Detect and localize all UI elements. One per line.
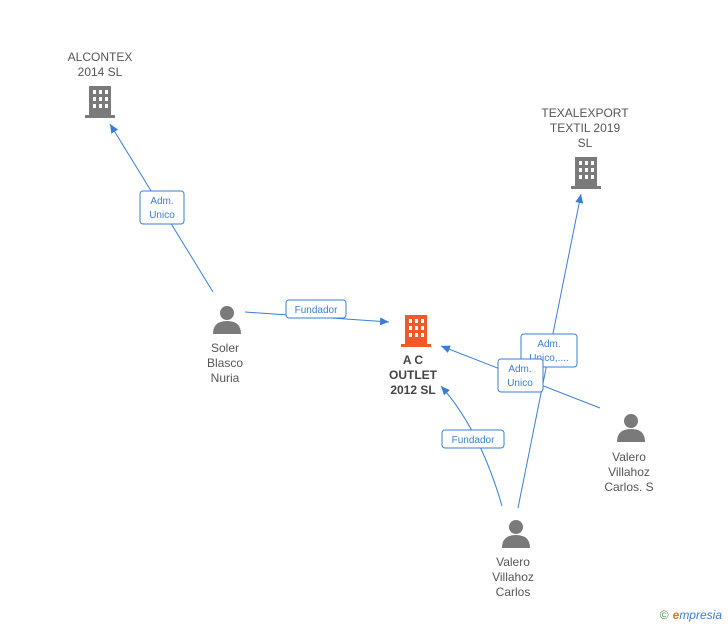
company-node-acoutlet[interactable]: A C OUTLET 2012 SL	[389, 315, 438, 397]
company-name-line: TEXTIL 2019	[550, 121, 621, 135]
person-icon	[617, 414, 645, 442]
person-node-valero-carlos[interactable]: Valero Villahoz Carlos	[492, 520, 534, 599]
company-name-line: A C	[403, 353, 424, 367]
company-node-alcontex[interactable]: ALCONTEX 2014 SL	[68, 50, 133, 118]
building-icon	[401, 315, 431, 347]
brand-name: mpresia	[679, 608, 722, 622]
person-name-line: Valero	[612, 450, 646, 464]
person-node-soler[interactable]: Soler Blasco Nuria	[207, 306, 243, 385]
badge-soler-acoutlet[interactable]: Fundador	[285, 299, 347, 319]
badge-soler-alcontex[interactable]: Adm. Unico	[139, 190, 185, 225]
badge-line: Unico	[149, 210, 175, 221]
badge-line: Adm.	[508, 364, 531, 375]
badge-line: Unico	[507, 378, 533, 389]
person-icon	[502, 520, 530, 548]
company-name-line: 2012 SL	[390, 383, 435, 397]
person-name-line: Blasco	[207, 356, 243, 370]
company-name-line: OUTLET	[389, 368, 438, 382]
person-name-line: Nuria	[211, 371, 240, 385]
person-icon	[213, 306, 241, 334]
person-name-line: Valero	[496, 555, 530, 569]
company-node-texalexport[interactable]: TEXALEXPORT TEXTIL 2019 SL	[541, 106, 629, 189]
person-name-line: Villahoz	[492, 570, 534, 584]
person-node-valero-carlos-s[interactable]: Valero Villahoz Carlos. S	[604, 414, 654, 494]
brand-initial: e	[672, 608, 680, 622]
badge-line: Fundador	[295, 305, 338, 316]
badge-line: Fundador	[452, 435, 495, 446]
badge-valeros-acoutlet[interactable]: Adm. Unico	[497, 358, 544, 393]
badge-line: Adm.	[537, 339, 560, 350]
company-name-line: ALCONTEX	[68, 50, 133, 64]
brand-logo: ©empresia	[660, 608, 722, 622]
person-name-line: Carlos. S	[604, 480, 653, 494]
person-name-line: Villahoz	[608, 465, 650, 479]
copyright-symbol: ©	[659, 608, 669, 622]
building-icon	[85, 86, 115, 118]
badge-valero-acoutlet[interactable]: Fundador	[441, 429, 505, 449]
building-icon	[571, 157, 601, 189]
person-name-line: Carlos	[496, 585, 531, 599]
company-name-line: SL	[578, 136, 593, 150]
badge-line: Unico,....	[529, 353, 568, 364]
person-name-line: Soler	[211, 341, 239, 355]
company-name-line: TEXALEXPORT	[541, 106, 629, 120]
badge-line: Adm.	[150, 196, 173, 207]
company-name-line: 2014 SL	[78, 65, 123, 79]
